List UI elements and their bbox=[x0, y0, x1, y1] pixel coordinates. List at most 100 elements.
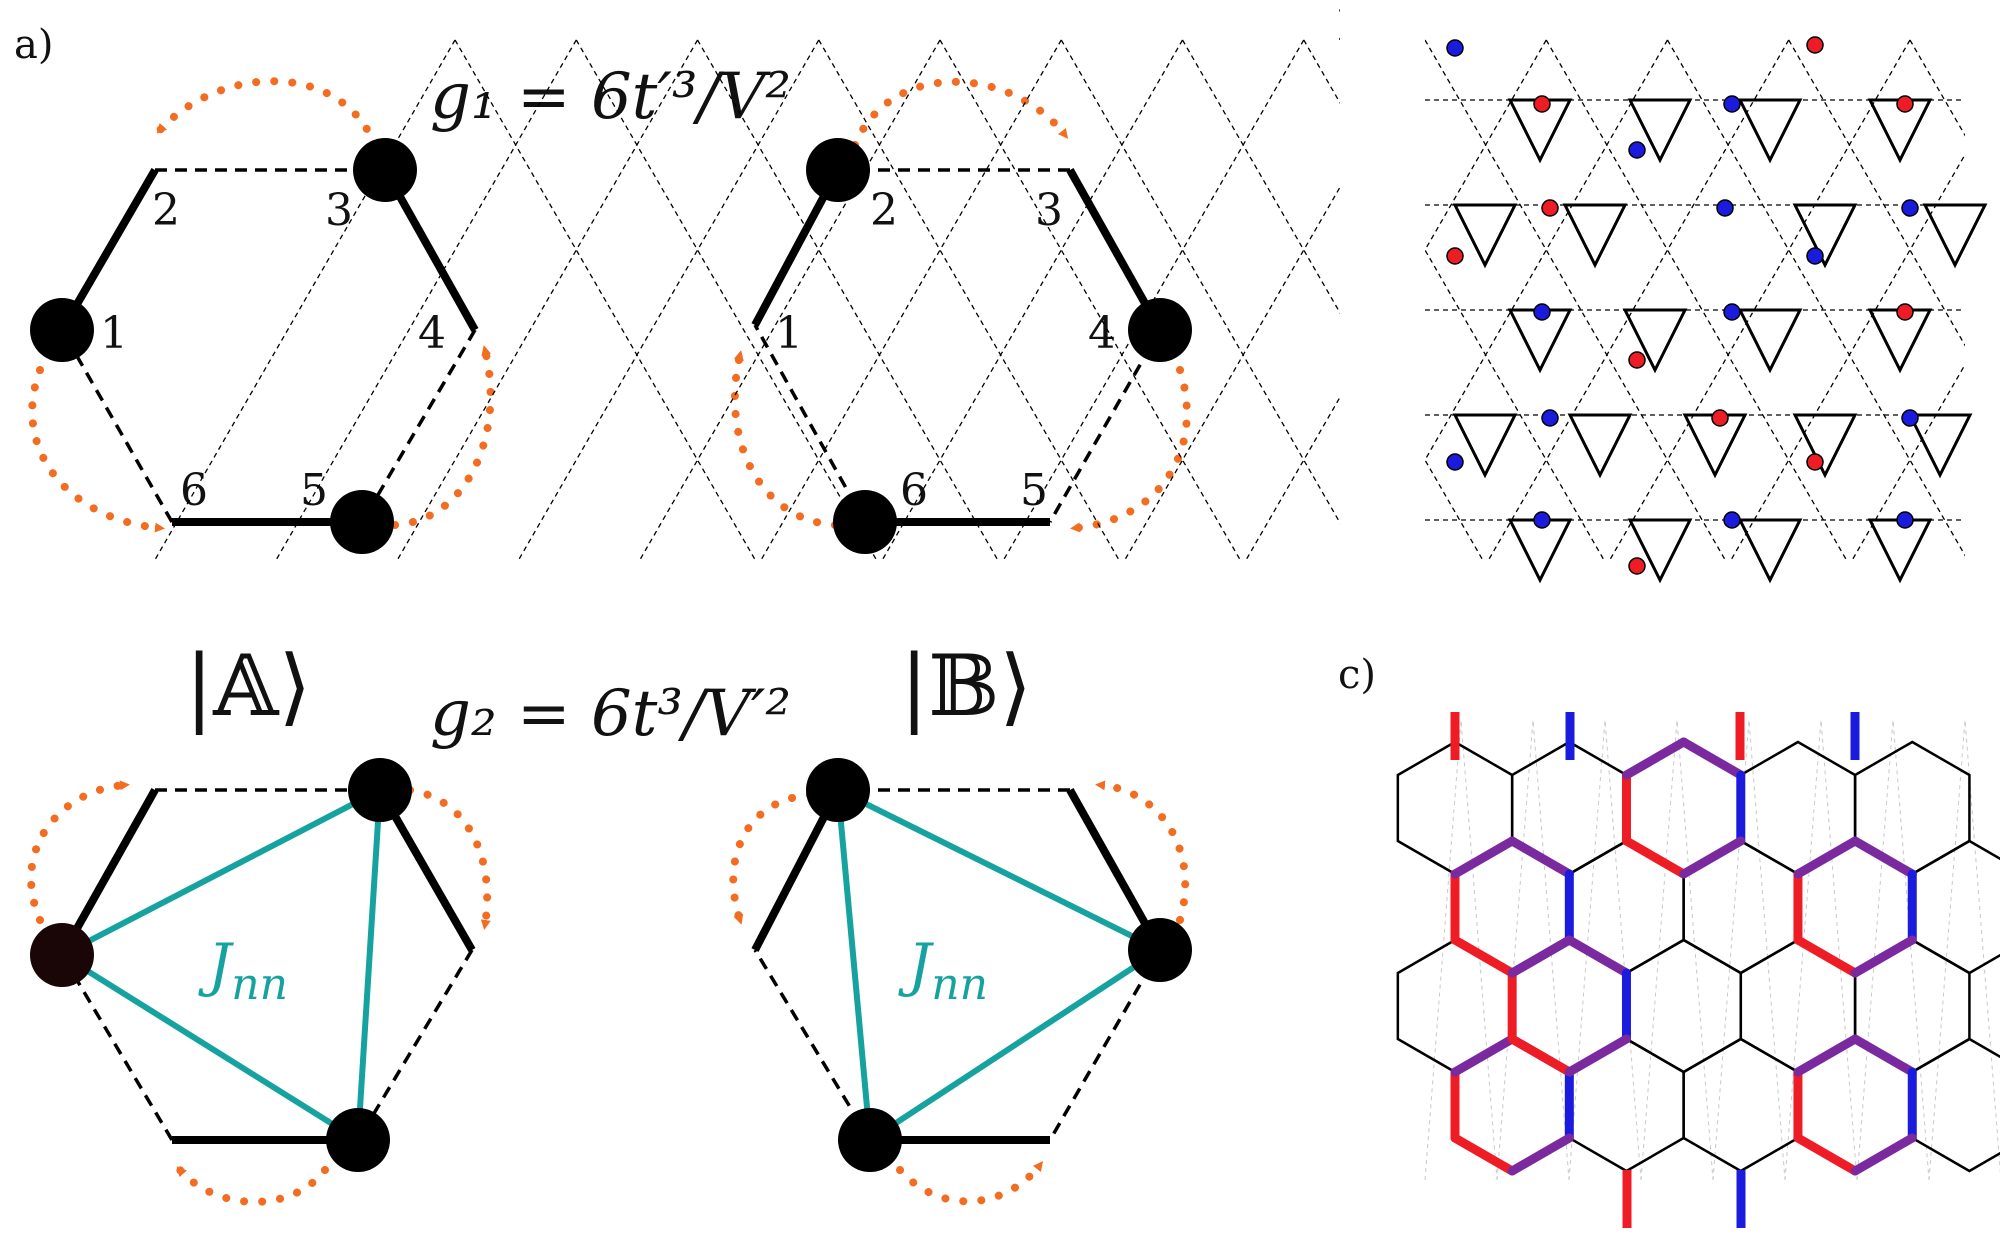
down-triangle bbox=[1922, 203, 1988, 269]
lattice-line-dashed bbox=[881, 39, 1184, 561]
site-red bbox=[1446, 247, 1464, 265]
hop-arrow bbox=[729, 791, 814, 925]
loop-segment bbox=[1793, 836, 1860, 879]
hexagon-top-left: 1 2 3 4 5 6 bbox=[28, 77, 495, 554]
site-occupied bbox=[806, 758, 870, 822]
coupling-triangle bbox=[834, 784, 1167, 1146]
lattice-line-dashed bbox=[1730, 92, 2000, 561]
lattice-line-dashed bbox=[1181, 39, 1484, 561]
lattice-line-dashed bbox=[1366, 39, 1669, 561]
lattice-line-dashed bbox=[639, 39, 941, 561]
coupling-label: Jnn bbox=[198, 931, 288, 1010]
loop-segment bbox=[1507, 935, 1574, 978]
site-red bbox=[1711, 409, 1729, 427]
lattice-line-dashed bbox=[818, 39, 1120, 561]
panel-label-c: c) bbox=[1338, 652, 1376, 698]
down-triangle bbox=[1452, 203, 1518, 269]
coupling-subscript: nn bbox=[231, 959, 288, 1010]
site-number: 1 bbox=[775, 308, 803, 359]
loop-segment bbox=[1564, 935, 1631, 978]
lattice-line-dashed bbox=[760, 39, 1062, 561]
honeycomb-cell bbox=[1911, 839, 2000, 975]
site-occupied bbox=[30, 923, 94, 987]
down-triangle bbox=[1622, 308, 1688, 374]
down-triangle bbox=[1737, 98, 1803, 164]
site-blue bbox=[1533, 303, 1551, 321]
coupling-triangle bbox=[55, 784, 384, 1146]
lattice-line-dashed bbox=[154, 39, 456, 561]
lattice-line-dashed bbox=[1424, 39, 1726, 561]
coupling-label: Jnn bbox=[898, 931, 988, 1010]
site-blue bbox=[1541, 409, 1559, 427]
mask bbox=[1340, 565, 2000, 625]
loop-segment bbox=[1793, 1034, 1860, 1077]
bond-dashed bbox=[1048, 329, 1162, 523]
site-red bbox=[1896, 95, 1914, 113]
down-triangle bbox=[1737, 518, 1803, 584]
site-occupied bbox=[838, 1108, 902, 1172]
site-number: 1 bbox=[100, 308, 128, 359]
bond-dashed bbox=[60, 954, 174, 1141]
down-triangle bbox=[1627, 518, 1693, 584]
coupling-J: J bbox=[898, 931, 934, 999]
hexagon-bottom-left: Jnn bbox=[27, 758, 492, 1206]
site-occupied bbox=[1128, 298, 1192, 362]
panel-label-a: a) bbox=[14, 22, 53, 68]
hop-arrow bbox=[156, 77, 379, 149]
down-triangle bbox=[1792, 413, 1858, 479]
site-occupied bbox=[326, 1108, 390, 1172]
coupling-J: J bbox=[198, 931, 234, 999]
site-blue bbox=[1628, 141, 1646, 159]
mask bbox=[1965, 0, 2000, 600]
site-blue bbox=[1896, 511, 1914, 529]
site-occupied bbox=[353, 138, 417, 202]
loop-segment bbox=[1450, 1133, 1517, 1176]
lattice-line-dashed bbox=[575, 39, 878, 561]
site-red bbox=[1896, 303, 1914, 321]
kagome-ghost-line bbox=[1640, 719, 1714, 1181]
hop-arrow bbox=[1095, 780, 1190, 924]
hop-arrow bbox=[896, 1161, 1044, 1206]
bond-dashed bbox=[753, 949, 872, 1141]
down-triangle bbox=[1907, 413, 1973, 479]
mask bbox=[1340, 0, 1425, 600]
loop-segment bbox=[1450, 935, 1517, 978]
kagome-ghost-line bbox=[1424, 719, 1498, 1181]
site-number: 2 bbox=[152, 185, 180, 236]
lattice-line-dashed bbox=[1788, 39, 2000, 408]
honeycomb-panel bbox=[1396, 712, 2000, 1228]
lattice-line-dashed bbox=[396, 39, 699, 561]
lattice-line-dashed bbox=[1909, 39, 2000, 198]
site-number: 5 bbox=[1020, 465, 1048, 516]
honeycomb-cell bbox=[1625, 938, 1743, 1074]
loop-segment bbox=[1450, 1034, 1517, 1077]
hop-arrow bbox=[27, 780, 130, 924]
site-number: 6 bbox=[900, 465, 928, 516]
mask bbox=[1400, 0, 2000, 35]
lattice-line-dashed bbox=[1609, 39, 1911, 561]
loop-segment bbox=[1793, 935, 1860, 978]
site-red bbox=[1533, 95, 1551, 113]
site-blue bbox=[1806, 247, 1824, 265]
site-red bbox=[1806, 36, 1824, 54]
lattice-line-dashed bbox=[275, 39, 577, 561]
loop-segment bbox=[1507, 836, 1574, 879]
lattice-line-dashed bbox=[939, 39, 1241, 561]
lattice-line-dashed bbox=[1060, 39, 1363, 561]
site-blue bbox=[1716, 199, 1734, 217]
site-blue bbox=[1533, 511, 1551, 529]
bond-dashed bbox=[60, 329, 174, 523]
lattice-line-dashed bbox=[1002, 39, 1305, 561]
site-occupied bbox=[30, 298, 94, 362]
down-triangle bbox=[1792, 203, 1858, 269]
hop-arrow bbox=[176, 1166, 329, 1206]
down-triangle bbox=[1562, 203, 1628, 269]
site-number: 5 bbox=[300, 465, 328, 516]
hop-arrow bbox=[391, 345, 495, 529]
hop-arrow bbox=[28, 366, 165, 533]
bond-dashed bbox=[360, 329, 477, 523]
lattice-line-dashed bbox=[696, 39, 999, 561]
loop-segment bbox=[1679, 836, 1746, 879]
honeycomb-cell bbox=[1682, 1037, 1800, 1173]
